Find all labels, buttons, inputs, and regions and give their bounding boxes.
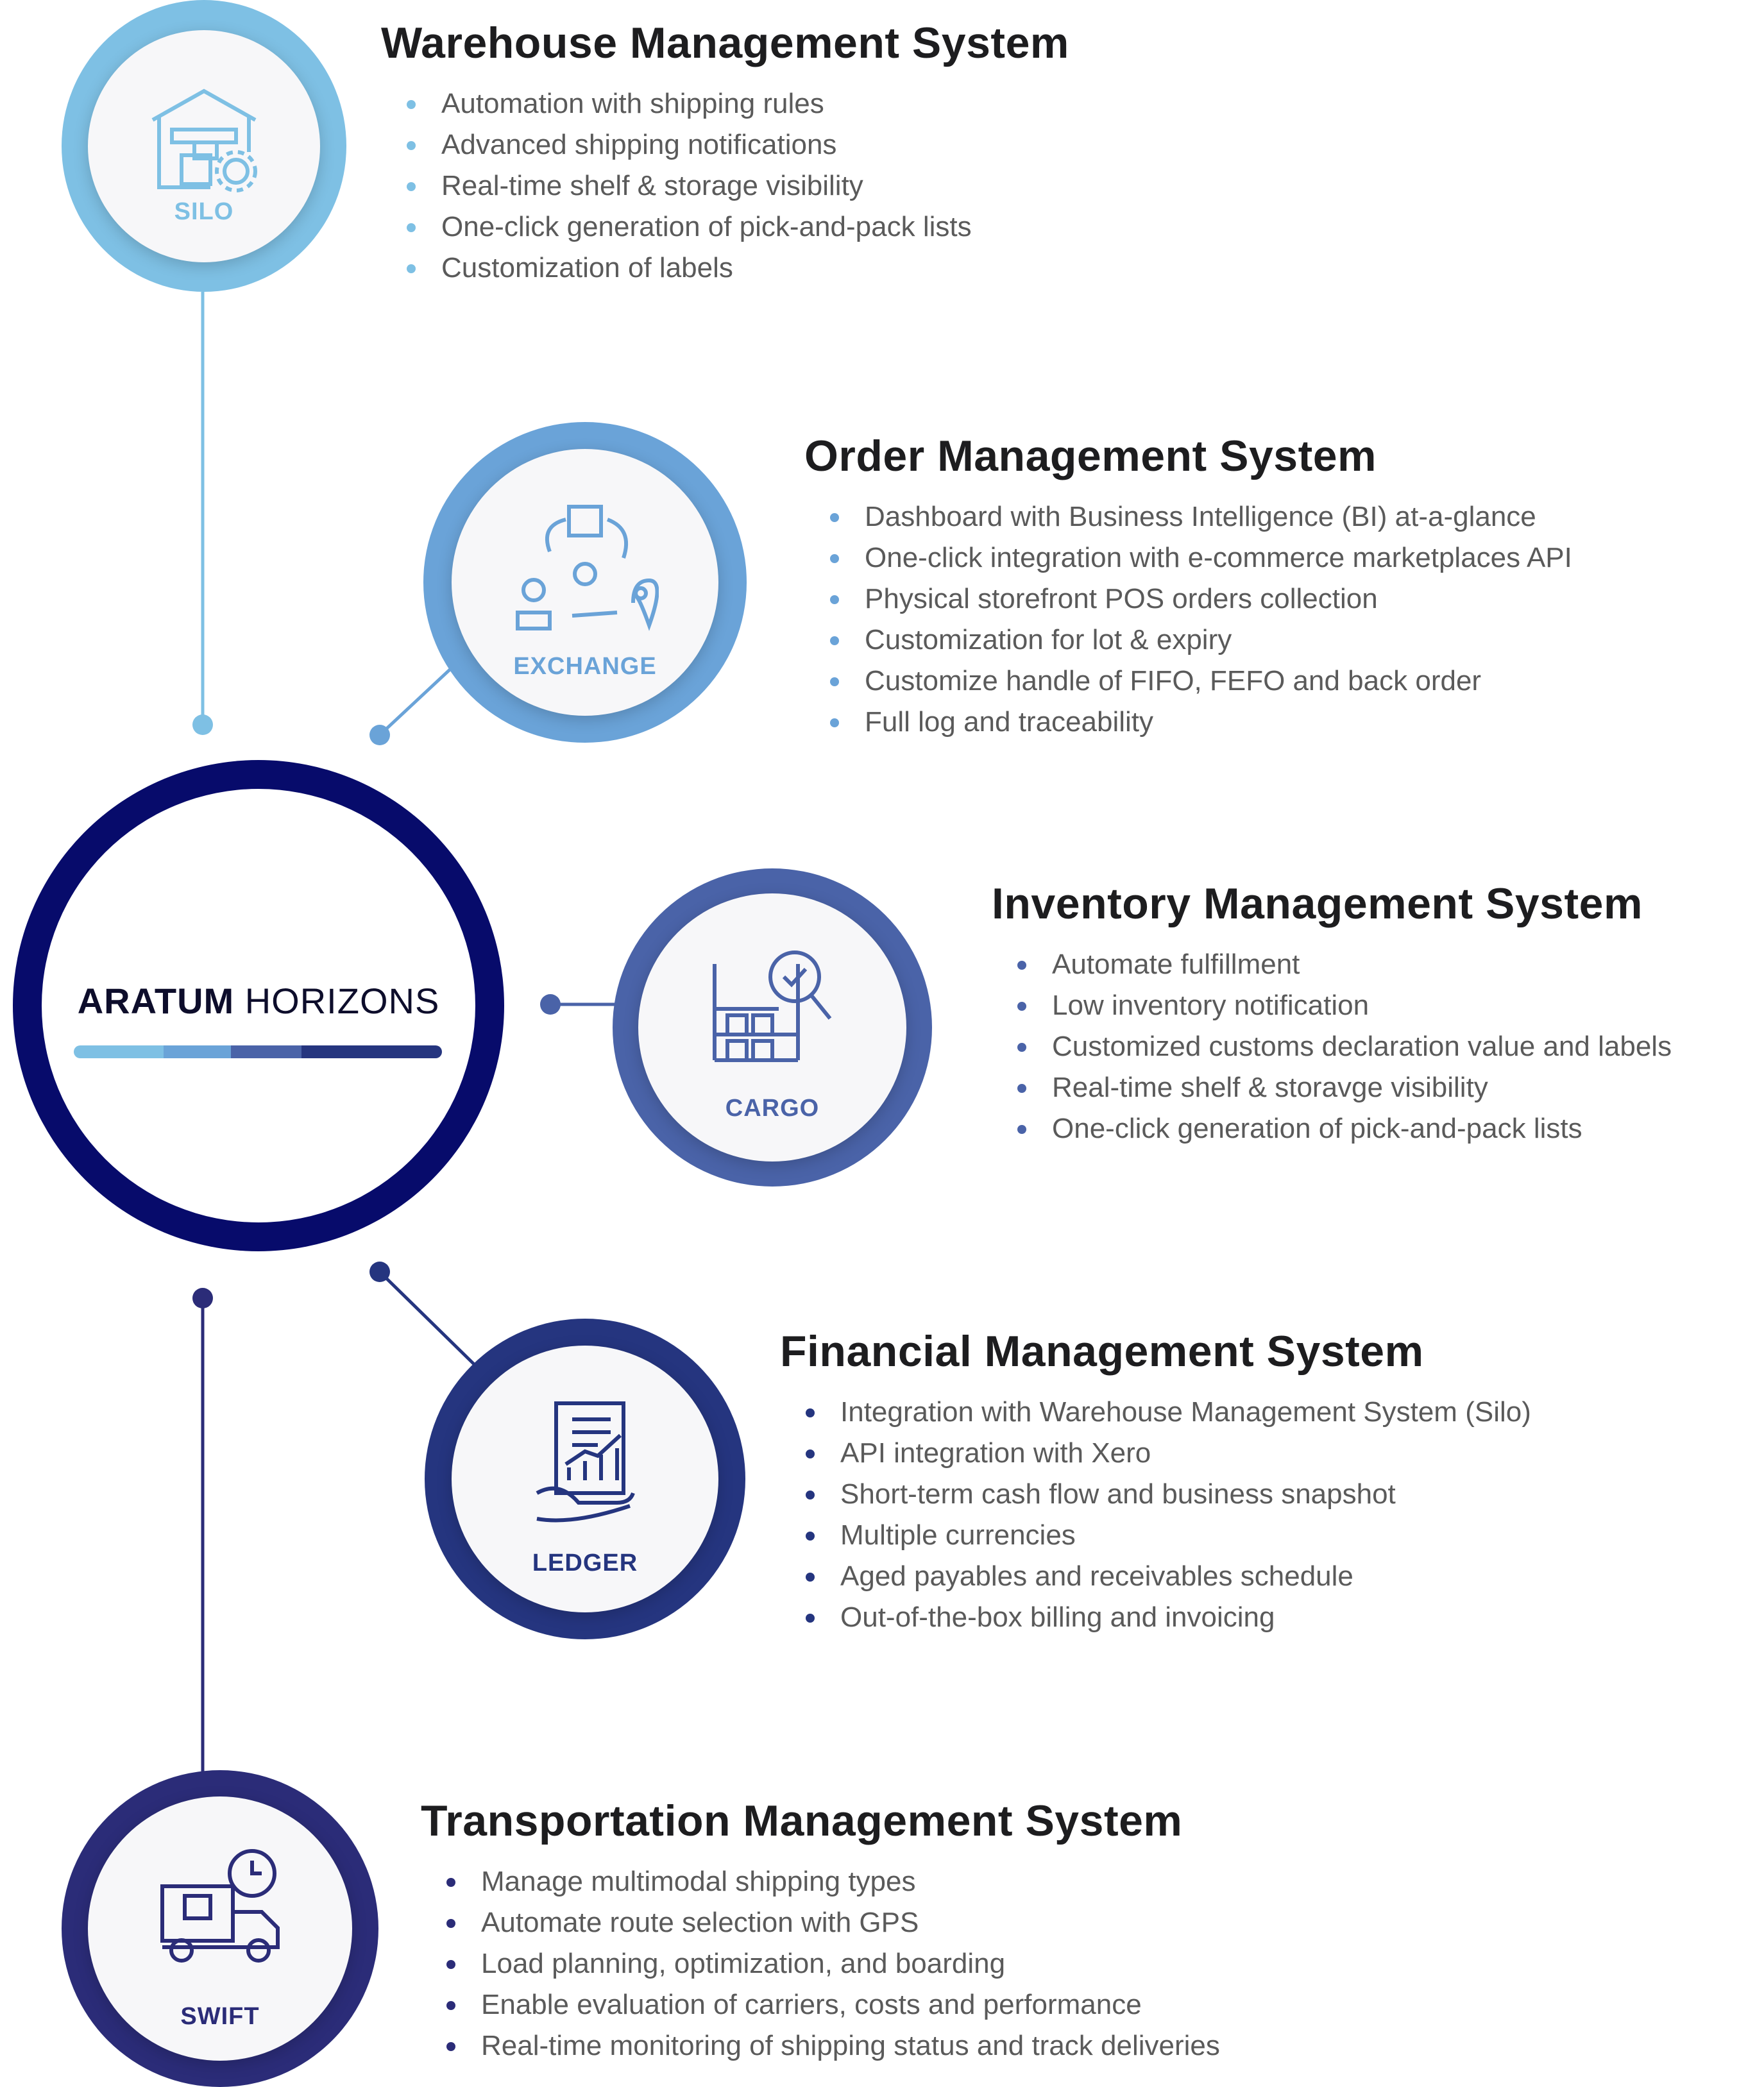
list-item: One-click generation of pick-and-pack li…: [992, 1108, 1672, 1149]
exchange-module-ring: EXCHANGE: [423, 422, 747, 743]
list-item: Real-time monitoring of shipping status …: [421, 2025, 1220, 2066]
list-item: API integration with Xero: [780, 1433, 1531, 1474]
list-item: Integration with Warehouse Management Sy…: [780, 1392, 1531, 1433]
exchange-title: Order Management System: [804, 432, 1377, 480]
list-item: Real-time shelf & storavge visibility: [992, 1067, 1672, 1108]
list-item: Load planning, optimization, and boardin…: [421, 1943, 1220, 1984]
exchange-connector: [378, 662, 458, 736]
cargo-connector-dot: [540, 994, 561, 1015]
list-item: Customized customs declaration value and…: [992, 1026, 1672, 1067]
list-item: Automation with shipping rules: [381, 83, 1069, 124]
cargo-title: Inventory Management System: [992, 879, 1643, 928]
list-item: Physical storefront POS orders collectio…: [804, 579, 1572, 620]
list-item: Short-term cash flow and business snapsh…: [780, 1474, 1531, 1515]
list-item: Multiple currencies: [780, 1515, 1531, 1556]
exchange-label: EXCHANGE: [513, 653, 657, 680]
ledger-connector-dot: [369, 1262, 390, 1282]
list-item: Real-time shelf & storage visibility: [381, 165, 1069, 207]
list-item: Customize handle of FIFO, FEFO and back …: [804, 661, 1572, 702]
inventory-search-icon: [713, 951, 832, 1062]
ledger-connector: [378, 1271, 476, 1366]
cargo-module-ring: CARGO: [613, 868, 932, 1187]
delivery-truck-clock-icon: [160, 1849, 280, 1963]
list-item: Enable evaluation of carriers, costs and…: [421, 1984, 1220, 2025]
cargo-label: CARGO: [725, 1095, 820, 1122]
swift-label: SWIFT: [180, 2003, 260, 2030]
silo-label: SILO: [174, 198, 234, 225]
swift-description: Transportation Management System Manage …: [421, 1796, 1220, 2066]
list-item: Automate route selection with GPS: [421, 1902, 1220, 1943]
ledger-description: Financial Management System Integration …: [780, 1326, 1531, 1638]
aratum-horizons-hub: ARATUM HORIZONS: [13, 760, 504, 1251]
cargo-description: Inventory Management System Automate ful…: [992, 879, 1672, 1149]
swift-title: Transportation Management System: [421, 1796, 1183, 1845]
list-item: Low inventory notification: [992, 985, 1672, 1026]
cargo-feature-list: Automate fulfillment Low inventory notif…: [992, 944, 1672, 1149]
list-item: Automate fulfillment: [992, 944, 1672, 985]
list-item: Full log and traceability: [804, 702, 1572, 743]
list-item: One-click generation of pick-and-pack li…: [381, 207, 1069, 248]
brand-name-bold: ARATUM: [77, 981, 235, 1021]
list-item: Manage multimodal shipping types: [421, 1861, 1220, 1902]
ledger-feature-list: Integration with Warehouse Management Sy…: [780, 1392, 1531, 1638]
financial-report-icon: [536, 1401, 635, 1523]
brand-name: ARATUM HORIZONS: [42, 980, 475, 1022]
list-item: Aged payables and receivables schedule: [780, 1556, 1531, 1597]
list-item: Dashboard with Business Intelligence (BI…: [804, 496, 1572, 537]
exchange-description: Order Management System Dashboard with B…: [804, 431, 1572, 743]
silo-connector-dot: [192, 714, 213, 735]
silo-title: Warehouse Management System: [381, 19, 1069, 67]
order-cycle-icon: [516, 505, 659, 631]
warehouse-gear-icon: [151, 89, 257, 192]
list-item: One-click integration with e-commerce ma…: [804, 537, 1572, 579]
list-item: Out-of-the-box billing and invoicing: [780, 1597, 1531, 1638]
swift-feature-list: Manage multimodal shipping types Automat…: [421, 1861, 1220, 2066]
ledger-module-ring: LEDGER: [425, 1319, 745, 1639]
swift-module-ring: SWIFT: [62, 1770, 378, 2087]
ledger-label: LEDGER: [532, 1550, 638, 1576]
silo-description: Warehouse Management System Automation w…: [381, 18, 1069, 289]
list-item: Customization for lot & expiry: [804, 620, 1572, 661]
silo-feature-list: Automation with shipping rules Advanced …: [381, 83, 1069, 289]
list-item: Customization of labels: [381, 248, 1069, 289]
brand-name-regular: HORIZONS: [234, 981, 440, 1021]
list-item: Advanced shipping notifications: [381, 124, 1069, 165]
silo-module-ring: SILO: [62, 0, 346, 292]
ledger-title: Financial Management System: [780, 1327, 1424, 1376]
brand-color-bar: [74, 1045, 442, 1058]
exchange-connector-dot: [369, 725, 390, 745]
swift-connector-dot: [192, 1288, 213, 1308]
exchange-feature-list: Dashboard with Business Intelligence (BI…: [804, 496, 1572, 743]
